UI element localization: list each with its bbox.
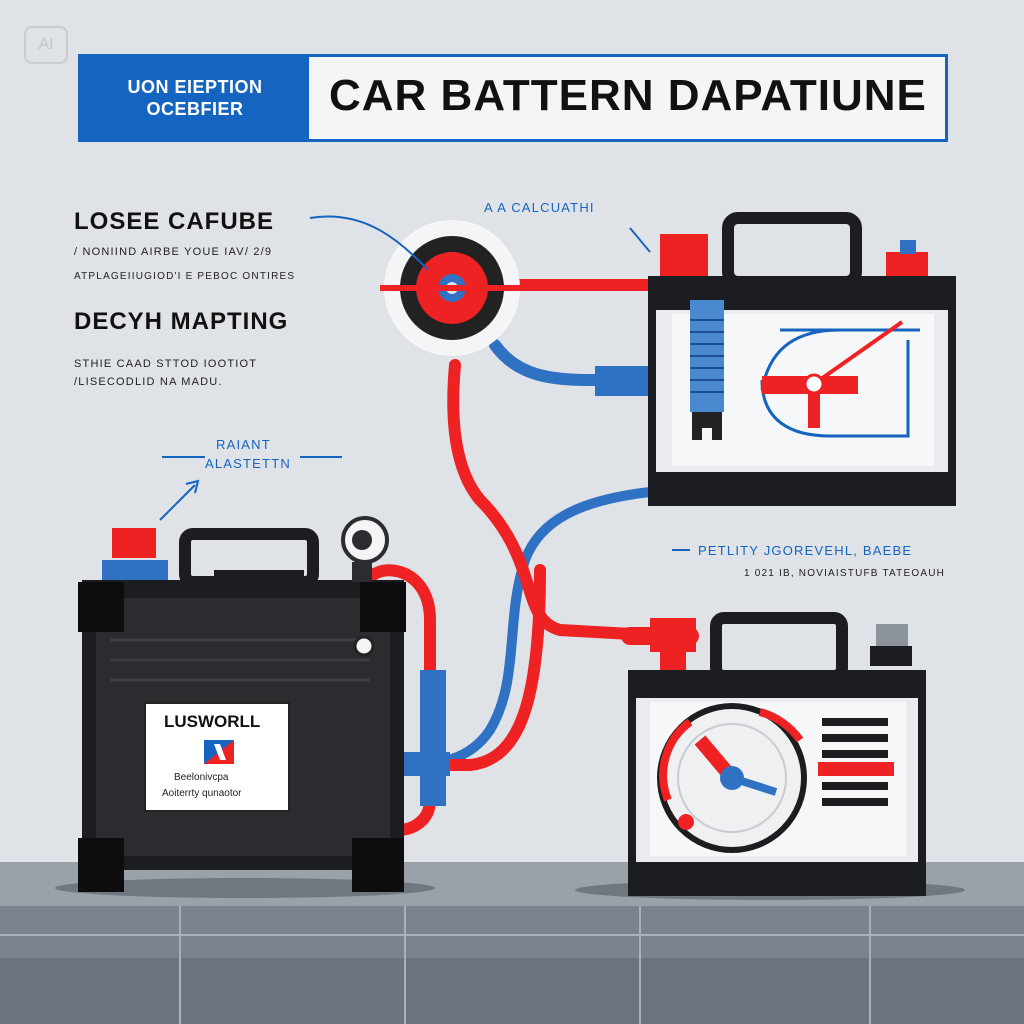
battery-bottom-left (78, 516, 406, 892)
blue-cable-top (489, 339, 666, 386)
callout-right-2: 1 021 IB, NOVIAISTUFB TATEOAUH (744, 568, 946, 579)
blue-cable-mid (395, 487, 655, 770)
battery-bottom-right (628, 612, 926, 896)
battery-label-line2: Aoiterrty qunaotor (162, 788, 242, 799)
callout-top: A A CALCUATHI (484, 200, 595, 215)
battery-brand: LUSWORLL (164, 712, 261, 731)
text-line-3: STHIE CAAD STTOD IOOTIOT (74, 358, 258, 370)
gauge-dial-top (380, 220, 524, 356)
page-title: CAR BATTERN DAPATIUNE (329, 71, 927, 120)
heading-loose-capture: LOSEE CAFUBE (74, 208, 275, 235)
title-banner: UON EIEPTION OCEBFIER CAR BATTERN DAPATI… (78, 54, 948, 142)
callout-mid-left-2: ALASTETTN (205, 456, 291, 471)
banner-tag: UON EIEPTION OCEBFIER (81, 57, 309, 139)
text-line-1: / NONIIND AIRBE YOUE IAV/ 2/9 (74, 246, 273, 258)
banner-tag-line2: OCEBFIER (146, 99, 244, 119)
banner-tag-line1: UON EIEPTION (127, 77, 263, 97)
battery-label: LUSWORLL Beelonivcpa Aoiterrty qunaotor (144, 702, 290, 812)
battery-top-right (648, 212, 956, 506)
callout-mid-left-1: RAIANT (216, 437, 271, 452)
battery-label-line1: Beelonivcpa (174, 772, 229, 783)
callout-right-1: PETLITY JGOREVEHL, BAEBE (698, 543, 913, 558)
text-line-2: ATPLAGEIIUGIOD'I E PEBOC ONTIRES (74, 271, 296, 282)
red-cable-loop (434, 564, 546, 771)
ai-badge: AI (24, 26, 68, 64)
ai-badge-text: AI (38, 36, 54, 53)
heading-decyh-mapting: DECYH MAPTING (74, 308, 289, 335)
text-line-4: /LISECODLID NA MADU. (74, 376, 223, 388)
flag-logo-icon (204, 740, 234, 764)
